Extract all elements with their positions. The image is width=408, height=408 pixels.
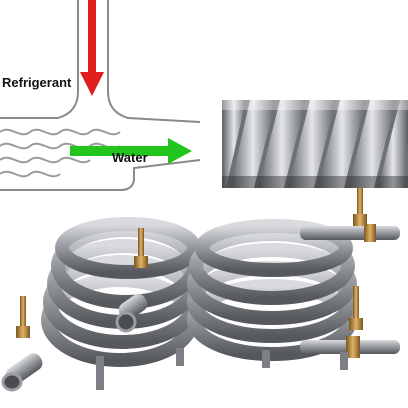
left-coil-valve <box>134 228 148 268</box>
valve-stems <box>16 188 367 338</box>
left-coil <box>41 217 201 367</box>
refrigerant-arrow <box>80 0 104 96</box>
right-coil-top-valve <box>353 188 367 226</box>
flow-schematic: Refrigerant Water <box>0 0 201 191</box>
base-fittings <box>1 348 348 392</box>
right-coil-bottom-valve <box>349 286 363 330</box>
right-coil <box>187 219 400 361</box>
water-arrow <box>70 138 192 164</box>
inner-twisted-tube-sketch <box>0 128 121 178</box>
twisted-tube-closeup <box>222 100 408 188</box>
water-label: Water <box>112 150 148 165</box>
refrigerant-label: Refrigerant <box>2 75 72 90</box>
left-base-valve <box>16 296 30 338</box>
